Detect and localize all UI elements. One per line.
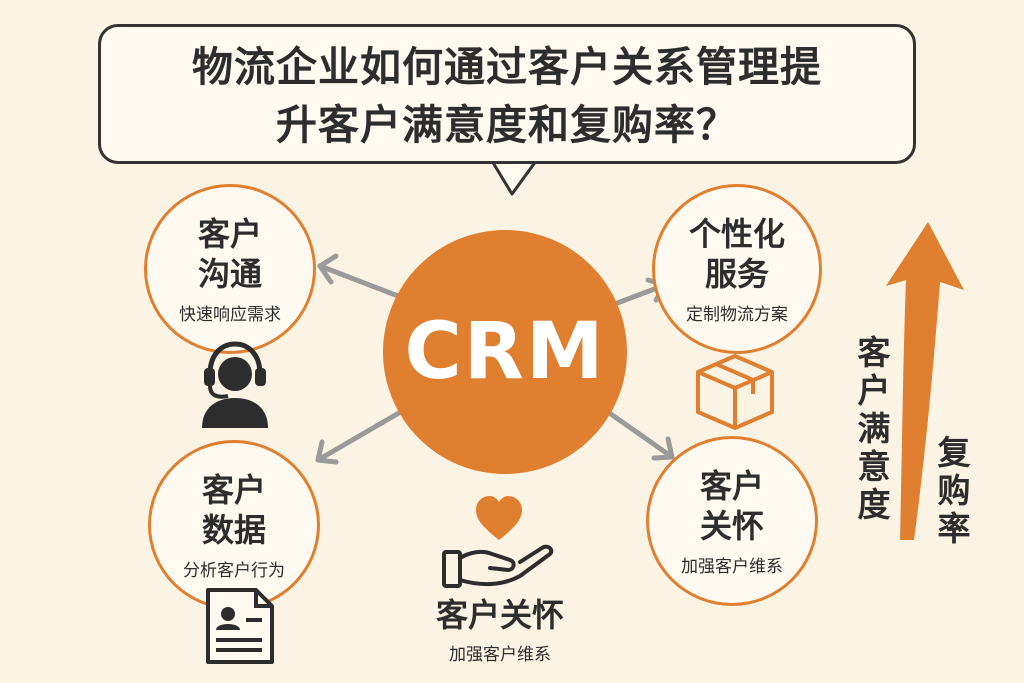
node-personalized-title-2: 服务 — [704, 254, 769, 293]
bubble-tail — [490, 159, 538, 196]
crm-label: CRM — [404, 307, 606, 397]
satisfaction-char: 度 — [857, 485, 891, 524]
satisfaction-char: 满 — [857, 409, 891, 448]
repurchase-char: 复 — [937, 433, 971, 472]
bottom-care-subtitle: 加强客户维系 — [449, 645, 551, 665]
node-communication-title-2: 沟通 — [197, 254, 262, 293]
arrow-to-care — [605, 409, 675, 461]
page-title: 物流企业如何通过客户关系管理提 升客户满意度和复购率？ — [98, 38, 916, 154]
satisfaction-label: 客 户 满 意 度 — [854, 334, 894, 524]
arrow-to-communication — [317, 253, 401, 299]
node-communication-subtitle: 快速响应需求 — [179, 304, 281, 325]
node-data-title-1: 客户 — [201, 470, 266, 509]
title-line-2: 升客户满意度和复购率？ — [276, 101, 738, 149]
node-care: 客户 关怀 加强客户维系 — [646, 436, 818, 606]
arrow-to-data — [315, 407, 407, 465]
node-care-subtitle: 加强客户维系 — [681, 556, 783, 577]
node-care-title-1: 客户 — [699, 466, 764, 505]
repurchase-char: 购 — [937, 471, 971, 510]
node-data-subtitle: 分析客户行为 — [183, 560, 285, 581]
headset-agent-icon — [202, 341, 268, 428]
repurchase-char: 率 — [937, 509, 971, 548]
title-bubble — [98, 24, 916, 164]
satisfaction-char: 客 — [857, 333, 891, 372]
node-personalized-subtitle: 定制物流方案 — [686, 304, 788, 325]
title-line-1: 物流企业如何通过客户关系管理提 — [192, 43, 822, 91]
heart-hand-icon — [442, 496, 554, 588]
package-box-icon — [696, 354, 774, 430]
bottom-care-title: 客户关怀 — [435, 596, 564, 634]
node-data: 客户 数据 分析客户行为 — [148, 440, 320, 610]
repurchase-label: 复 购 率 — [934, 434, 974, 548]
node-personalized: 个性化 服务 定制物流方案 — [652, 184, 822, 354]
node-personalized-title-1: 个性化 — [688, 214, 785, 253]
profile-document-icon — [206, 588, 274, 664]
crm-center-node: CRM — [383, 230, 627, 474]
node-communication: 客户 沟通 快速响应需求 — [144, 184, 316, 354]
node-care-title-2: 关怀 — [699, 506, 764, 545]
up-arrow-icon — [886, 222, 964, 540]
node-communication-title-1: 客户 — [197, 214, 262, 253]
satisfaction-char: 户 — [857, 371, 891, 410]
satisfaction-char: 意 — [857, 447, 891, 486]
node-data-title-2: 数据 — [201, 510, 266, 549]
